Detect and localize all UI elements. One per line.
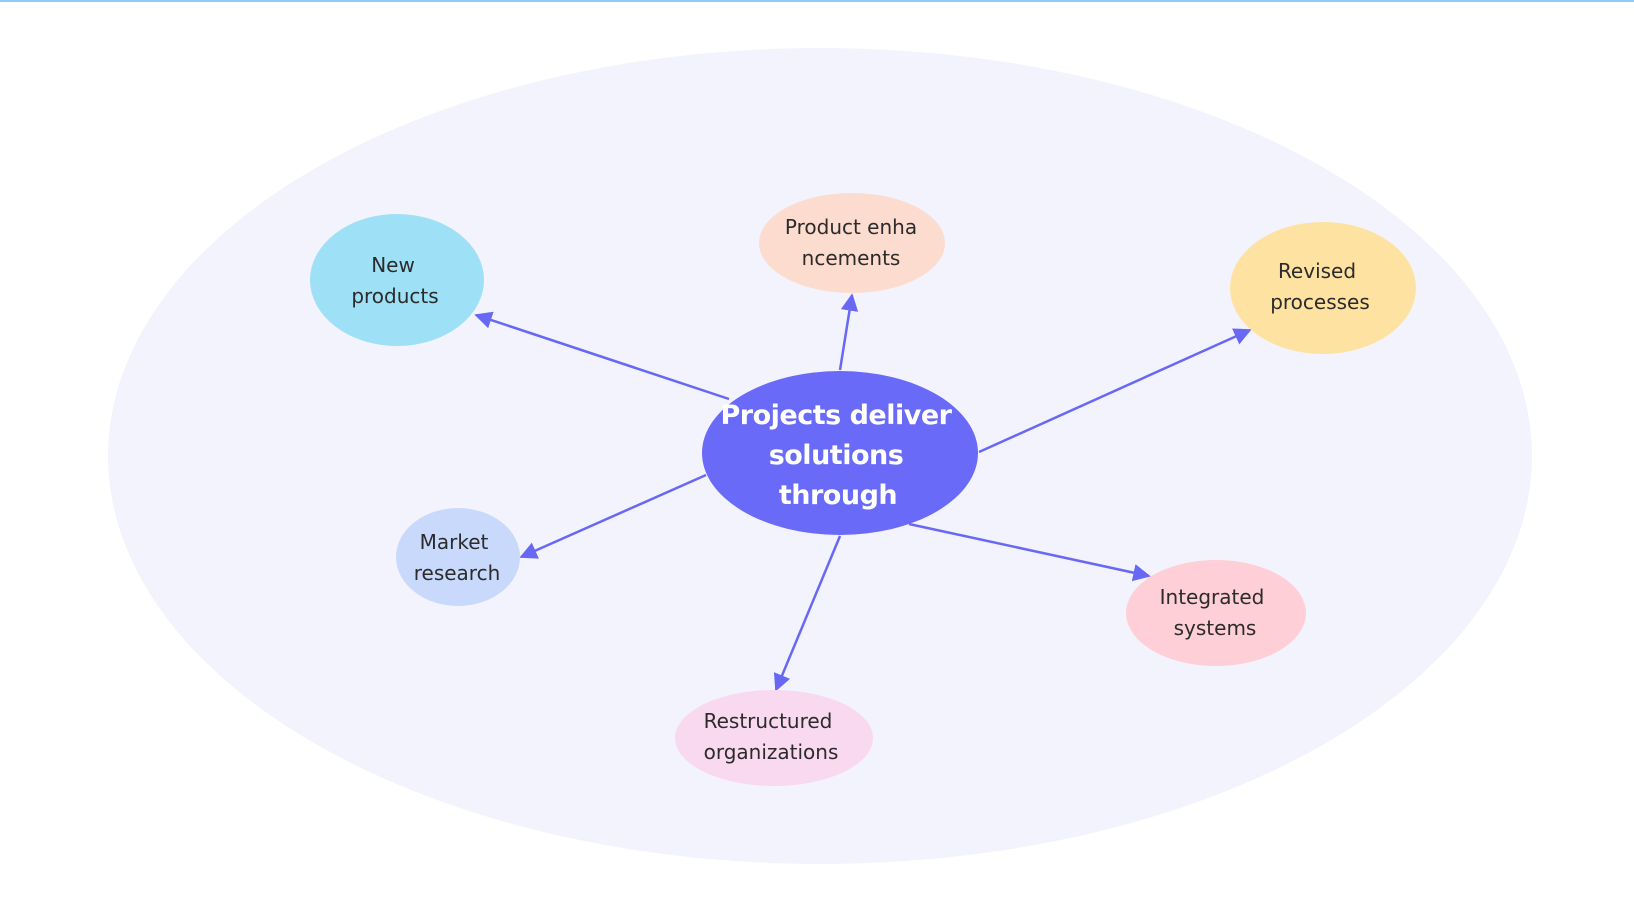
node-market-research-line-2: research xyxy=(414,561,501,585)
node-integrated-systems-shape[interactable] xyxy=(1126,560,1306,666)
node-market-research-shape[interactable] xyxy=(396,508,520,606)
node-new-products-shape[interactable] xyxy=(310,214,484,346)
node-restructured-organizations[interactable]: Restructured organizations xyxy=(675,690,873,786)
node-market-research[interactable]: Market research xyxy=(396,508,520,606)
node-revised-processes[interactable]: Revised processes xyxy=(1230,222,1416,354)
node-integrated-systems[interactable]: Integrated systems xyxy=(1126,560,1306,666)
node-revised-processes-line-1: Revised xyxy=(1278,259,1356,283)
node-product-enhancements-line-1: Product enha xyxy=(785,215,917,239)
node-integrated-systems-line-1: Integrated xyxy=(1160,585,1265,609)
edge-to-integrated-systems xyxy=(908,522,1151,582)
center-node-line-2: solutions xyxy=(769,440,904,471)
node-revised-processes-line-2: processes xyxy=(1270,290,1370,314)
node-restructured-organizations-line-1: Restructured xyxy=(704,709,833,733)
center-node-shape[interactable] xyxy=(702,371,978,535)
node-restructured-organizations-shape[interactable] xyxy=(675,690,873,786)
center-node[interactable]: Projects deliver solutions through xyxy=(702,371,978,535)
node-product-enhancements-shape[interactable] xyxy=(759,193,945,293)
node-product-enhancements[interactable]: Product enha ncements xyxy=(759,193,945,293)
node-new-products-line-1: New xyxy=(371,253,415,277)
center-node-line-3: through xyxy=(779,480,897,511)
edges xyxy=(474,293,1252,692)
node-market-research-line-1: Market xyxy=(420,530,489,554)
node-product-enhancements-line-2: ncements xyxy=(802,246,901,270)
edge-to-new-products xyxy=(474,311,730,401)
edge-to-revised-processes xyxy=(978,328,1252,454)
edge-to-restructured-organizations xyxy=(773,535,842,692)
node-new-products-line-2: products xyxy=(351,284,438,308)
edge-to-product-enhancements xyxy=(838,293,859,371)
center-node-line-1: Projects deliver xyxy=(721,400,953,431)
node-integrated-systems-line-2: systems xyxy=(1174,616,1257,640)
node-revised-processes-shape[interactable] xyxy=(1230,222,1416,354)
node-new-products[interactable]: New products xyxy=(310,214,484,346)
node-restructured-organizations-line-2: organizations xyxy=(704,740,839,764)
edge-to-market-research xyxy=(519,473,707,559)
top-border xyxy=(0,0,1634,2)
